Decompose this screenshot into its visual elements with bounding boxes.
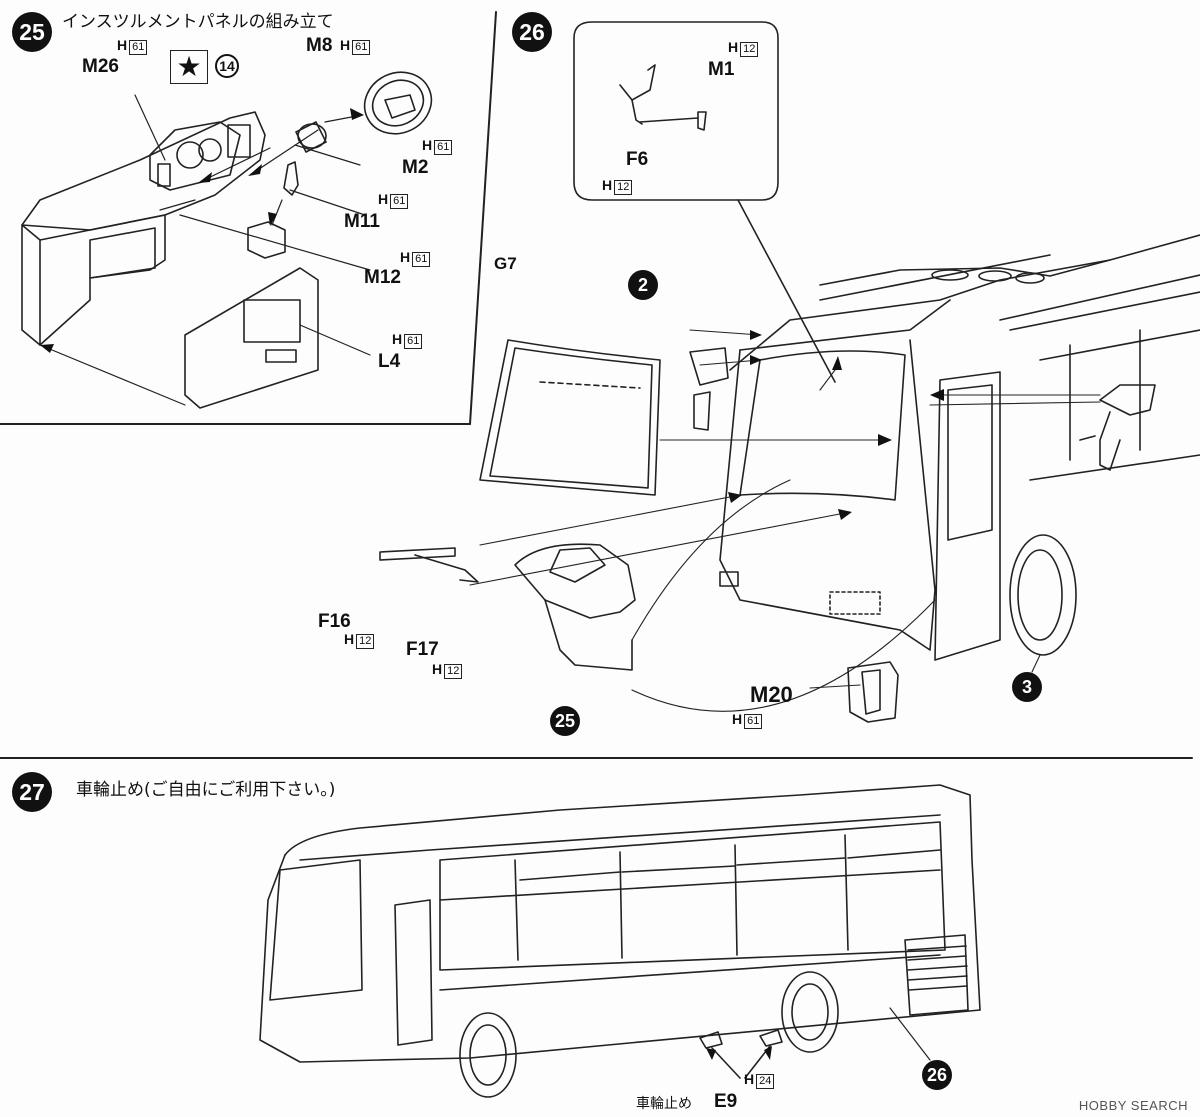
- step-25-title: インスツルメントパネルの組み立て: [62, 12, 334, 32]
- part-label-g7: G7: [494, 254, 517, 273]
- part-label-f16: F16: [318, 611, 351, 632]
- part-label-f6: F6: [626, 149, 649, 170]
- bus-side-view: [259, 784, 981, 1098]
- part-label-m26: M26: [82, 56, 119, 77]
- part-label-m12: M12: [364, 267, 401, 288]
- watermark-text: HOBBY SEARCH: [1078, 1098, 1188, 1113]
- wipers-drawing: [379, 547, 479, 583]
- divider-vertical: [469, 11, 497, 425]
- arrowheads-26: [728, 330, 944, 520]
- lower-cover-drawing: [847, 661, 899, 723]
- mirror-callout-bubble: [573, 21, 836, 383]
- step-27-title: 車輪止め(ご自由にご利用下さい。): [76, 780, 336, 800]
- part-label-f17: F17: [406, 639, 439, 660]
- star-sticker-icon: ★: [170, 50, 208, 84]
- steering-wheel-drawing: [363, 71, 433, 135]
- wheel-chocks-drawing: [699, 1029, 783, 1079]
- part-label-m20: M20: [750, 682, 793, 707]
- shift-lever-drawing: [247, 161, 299, 259]
- part-label-m8: M8: [306, 35, 333, 56]
- sub-ref-2: 2: [628, 270, 658, 300]
- windshield-drawing: [479, 339, 661, 496]
- part-label-m11: M11: [344, 211, 380, 232]
- arrows-25: [39, 94, 371, 406]
- instrument-panel-drawing: [21, 111, 266, 346]
- lower-panel-drawing: [184, 267, 319, 409]
- bus-front-body: [719, 234, 1200, 661]
- roof-details: [819, 259, 1111, 286]
- step-25-badge: 25: [12, 12, 52, 52]
- part-label-l4: L4: [378, 351, 401, 372]
- part-label-m2: M2: [402, 157, 429, 178]
- steering-column-drawing: [295, 121, 327, 153]
- dash-assembly-drawing: [514, 543, 636, 671]
- guides-26: [469, 329, 1101, 712]
- sub-ref-26: 26: [922, 1060, 952, 1090]
- sticker-ref-14: 14: [215, 54, 239, 78]
- wheel-chock-caption: 車輪止め: [636, 1096, 692, 1112]
- inner-mirror-drawing: [689, 347, 729, 431]
- sub-ref-25: 25: [550, 706, 580, 736]
- arrowheads-27: [706, 1046, 772, 1060]
- arrowheads-25: [40, 108, 364, 353]
- side-mirror-drawing: [1079, 384, 1156, 471]
- part-label-e9: E9: [714, 1091, 738, 1112]
- step-26-badge: 26: [512, 12, 552, 52]
- guide-27: [889, 1007, 931, 1061]
- step-27-badge: 27: [12, 772, 52, 812]
- sub-ref-3: 3: [1012, 672, 1042, 702]
- part-label-m1: M1: [708, 59, 735, 80]
